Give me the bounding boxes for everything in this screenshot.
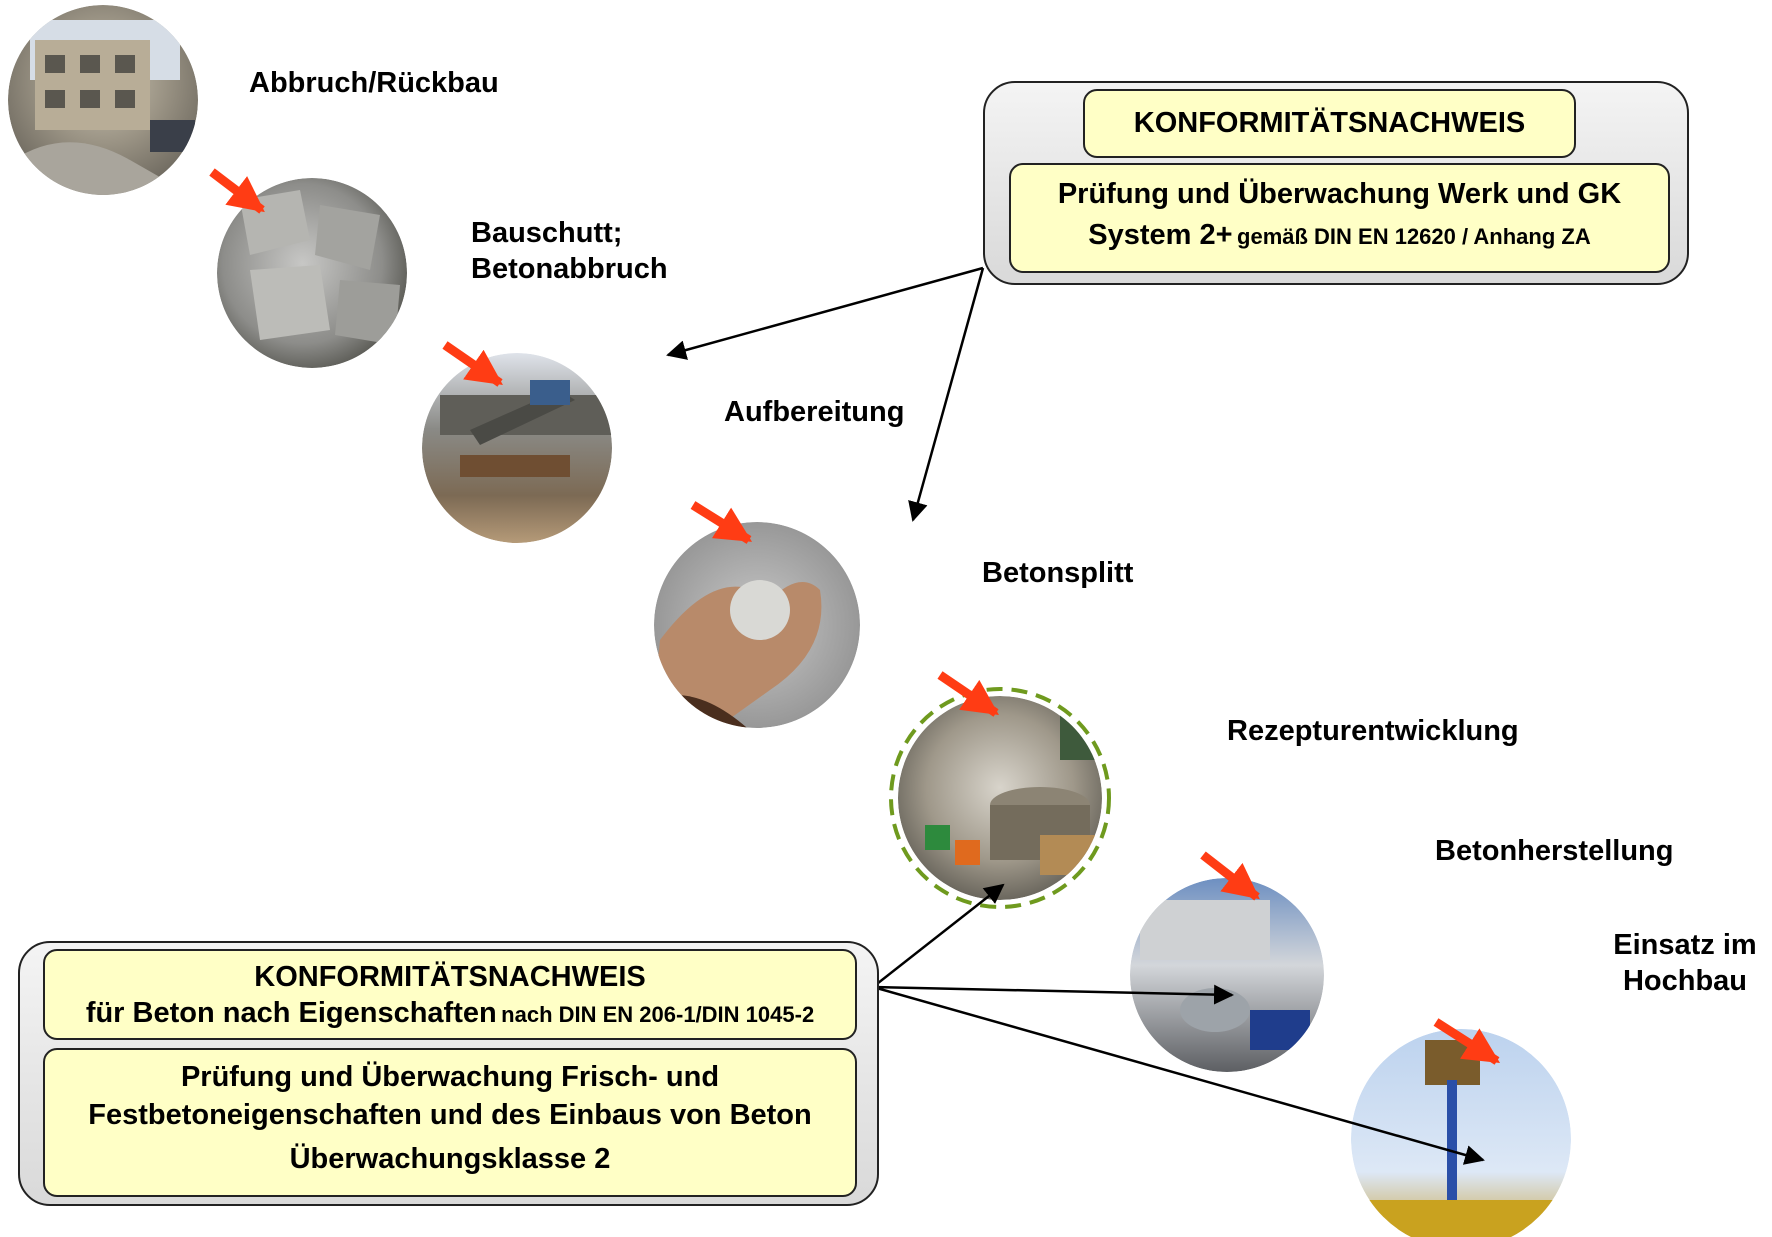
flow-arrow-6: [1433, 1018, 1501, 1065]
label-abbruch: Abbruch/Rückbau: [249, 67, 499, 99]
flow-arrow-1: [209, 168, 265, 214]
label-bauschutt-line1: Bauschutt;: [471, 217, 623, 249]
label-einsatz: Einsatz im Hochbau: [1600, 927, 1770, 999]
top-conformity-standard: gemäß DIN EN 12620 / Anhang ZA: [1237, 224, 1591, 249]
top-conformity-line2: System 2+ gemäß DIN EN 12620 / Anhang ZA: [1011, 213, 1668, 262]
bottom-conformity-line2: Prüfung und Überwachung Frisch- und: [180, 1061, 720, 1093]
flow-arrow-3: [690, 501, 753, 544]
flow-arrow-2: [442, 341, 503, 387]
link-arrow-top-to-betonsplitt: [908, 267, 985, 522]
bottom-conformity-header: KONFORMITÄTSNACHWEIS für Beton nach Eige…: [43, 949, 857, 1040]
bottom-conformity-details: Prüfung und Überwachung Frisch- und Fest…: [43, 1048, 857, 1197]
top-conformity-line1: Prüfung und Überwachung Werk und GK: [1057, 178, 1622, 210]
flow-arrows: [209, 168, 1501, 1065]
bottom-conformity-title: KONFORMITÄTSNACHWEIS: [254, 961, 646, 993]
top-conformity-title: KONFORMITÄTSNACHWEIS: [1083, 89, 1576, 158]
label-betonsplitt: Betonsplitt: [982, 557, 1134, 589]
label-bauschutt: Bauschutt; Betonabbruch: [471, 215, 668, 287]
bottom-conformity-line3: Festbetoneigenschaften und des Einbaus v…: [88, 1099, 812, 1131]
rubble-photo: [217, 178, 407, 368]
link-arrow-bottom-to-rezeptur: [872, 883, 1005, 988]
processing-plant-photo: [422, 353, 612, 543]
bottom-conformity-line4: Überwachungsklasse 2: [289, 1143, 611, 1175]
flow-arrow-4: [937, 671, 999, 717]
label-bauschutt-line2: Betonabbruch: [471, 253, 668, 285]
highlight-ring: [889, 687, 1111, 909]
top-conformity-system: System 2+: [1088, 219, 1233, 251]
link-arrows: [666, 266, 1485, 1165]
label-einsatz-line2: Hochbau: [1622, 965, 1748, 997]
bottom-conformity-line1: für Beton nach Eigenschaften nach DIN EN…: [45, 995, 855, 1036]
link-arrow-bottom-to-einsatz: [872, 985, 1485, 1165]
building-site-photo: [1351, 1029, 1571, 1237]
bottom-conformity-scope: für Beton nach Eigenschaften: [85, 997, 497, 1029]
label-aufbereitung: Aufbereitung: [724, 396, 905, 428]
label-einsatz-line1: Einsatz im: [1613, 929, 1757, 961]
gravel-photo: [654, 522, 860, 728]
label-betonherstellung: Betonherstellung: [1435, 835, 1674, 867]
lab-mixer-photo: [898, 696, 1102, 900]
bottom-conformity-standard: nach DIN EN 206-1/DIN 1045-2: [501, 1002, 815, 1027]
link-arrow-bottom-to-herstellung: [872, 984, 1234, 1005]
top-conformity-details: Prüfung und Überwachung Werk und GK Syst…: [1009, 163, 1670, 273]
label-rezeptur: Rezepturentwicklung: [1227, 715, 1519, 747]
concrete-truck-photo: [1130, 878, 1324, 1072]
flow-arrow-5: [1200, 851, 1260, 901]
link-arrow-top-to-aufbereitung: [666, 266, 984, 360]
demolition-photo: [8, 5, 198, 195]
